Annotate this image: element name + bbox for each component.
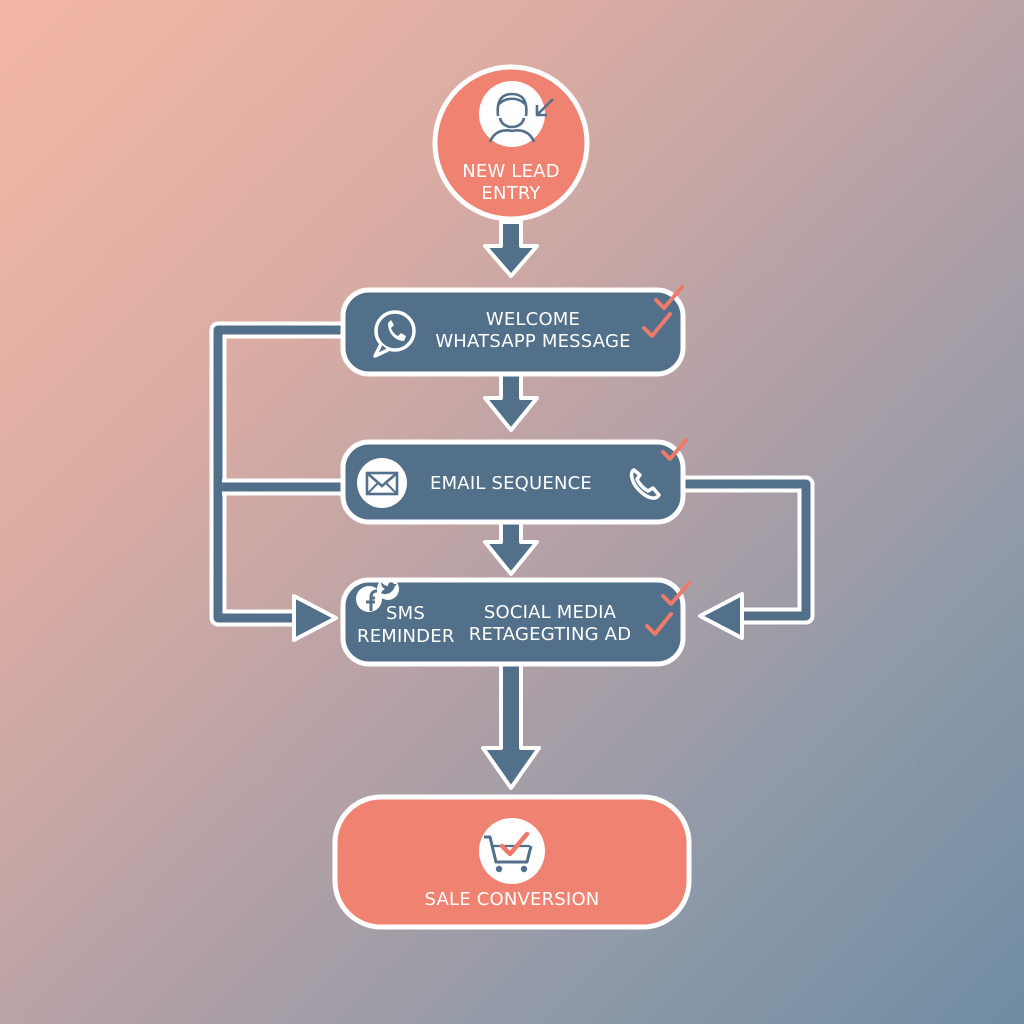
node-whatsapp-label-line1: WELCOME xyxy=(485,309,581,330)
node-new-lead-label-line2: ENTRY xyxy=(481,183,541,204)
cart-check-icon xyxy=(479,818,545,884)
node-sale-label: SALE CONVERSION xyxy=(424,889,600,910)
checkmark-icon xyxy=(642,312,672,338)
facebook-icon xyxy=(356,586,382,612)
node-new-lead-label-line1: NEW LEAD xyxy=(462,161,560,182)
whatsapp-icon xyxy=(373,310,416,358)
arrow-sms-to-sale xyxy=(481,662,541,790)
user-icon xyxy=(479,81,554,147)
node-social-label-line1: SOCIAL MEDIA xyxy=(483,602,617,623)
arrow-start-to-whatsapp xyxy=(483,220,539,278)
arrow-whatsapp-to-email xyxy=(483,372,539,432)
envelope-icon xyxy=(357,458,407,508)
right-loop-connector xyxy=(680,475,815,640)
checkmark-icon xyxy=(645,612,673,636)
node-sale-conversion xyxy=(332,794,692,930)
node-welcome-whatsapp xyxy=(340,285,686,377)
phone-icon xyxy=(629,468,661,500)
checkmark-icon xyxy=(654,285,684,310)
left-loop-connector xyxy=(209,321,345,642)
node-sms-label-line1: SMS xyxy=(386,603,425,624)
node-sms-social xyxy=(340,577,691,667)
node-email-label: EMAIL SEQUENCE xyxy=(430,473,592,494)
node-sms-label-line2: REMINDER xyxy=(357,626,455,647)
twitter-icon xyxy=(377,578,399,600)
node-new-lead-entry xyxy=(432,64,590,222)
node-whatsapp-label-line2: WHATSAPP MESSAGE xyxy=(435,331,631,352)
checkmark-icon xyxy=(661,438,688,461)
checkmark-icon xyxy=(661,581,691,606)
node-email-sequence xyxy=(340,438,688,525)
arrow-email-to-sms xyxy=(483,520,539,576)
node-social-label-line2: RETAGEGTING AD xyxy=(468,624,632,645)
